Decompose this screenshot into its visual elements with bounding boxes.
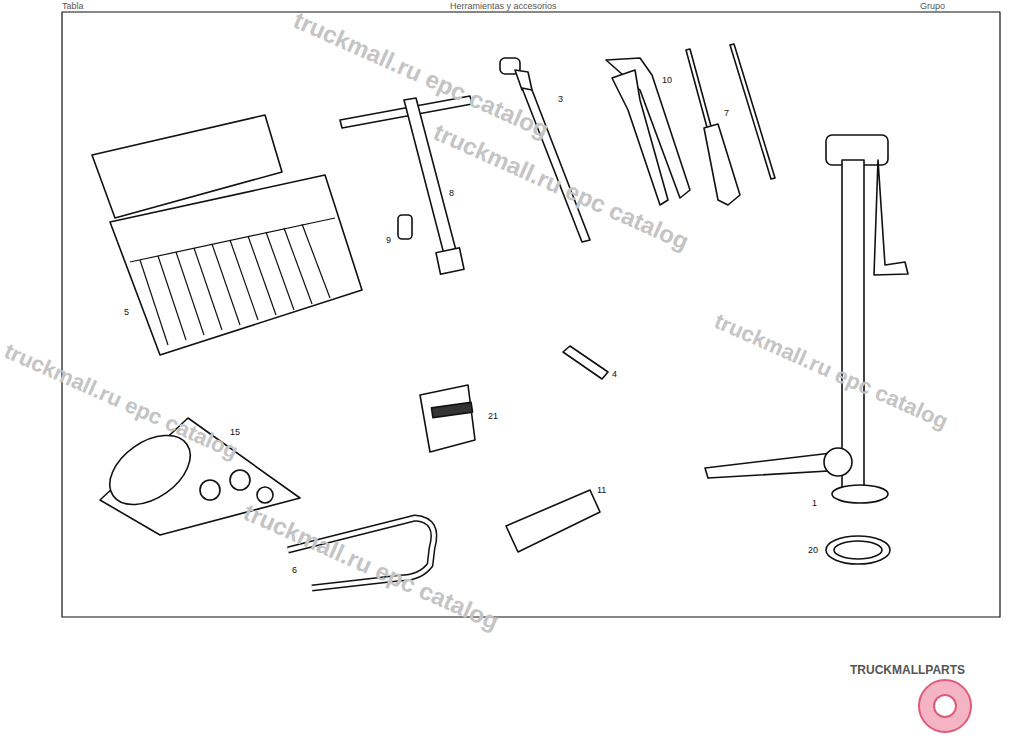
watermark: truckmall.ru epc catalog [1,340,241,463]
callout-number: 8 [449,189,454,198]
callout-number: 10 [662,76,672,85]
watermark: truckmall.ru epc catalog [240,500,502,634]
callout-number: 7 [724,109,729,118]
watermark: truckmall.ru epc catalog [430,120,692,254]
header-text: Tabla [62,2,84,11]
callout-number: 1 [812,499,817,508]
callout-number: 6 [292,566,297,575]
callout-number: 11 [597,486,606,495]
callout-number: 20 [808,546,818,555]
callout-number: 3 [558,95,563,104]
callout-number: 9 [386,236,391,245]
callout-number: 4 [612,370,617,379]
callout-number: 21 [488,412,498,421]
callout-number: 5 [124,308,129,317]
page-title: Herramientas y accesorios [450,2,557,11]
header-text: Grupo [920,2,945,11]
watermark: truckmall.ru epc catalog [711,310,951,433]
callout-number: 15 [230,428,240,437]
logo-text: TRUCKMALLPARTS [850,664,965,676]
